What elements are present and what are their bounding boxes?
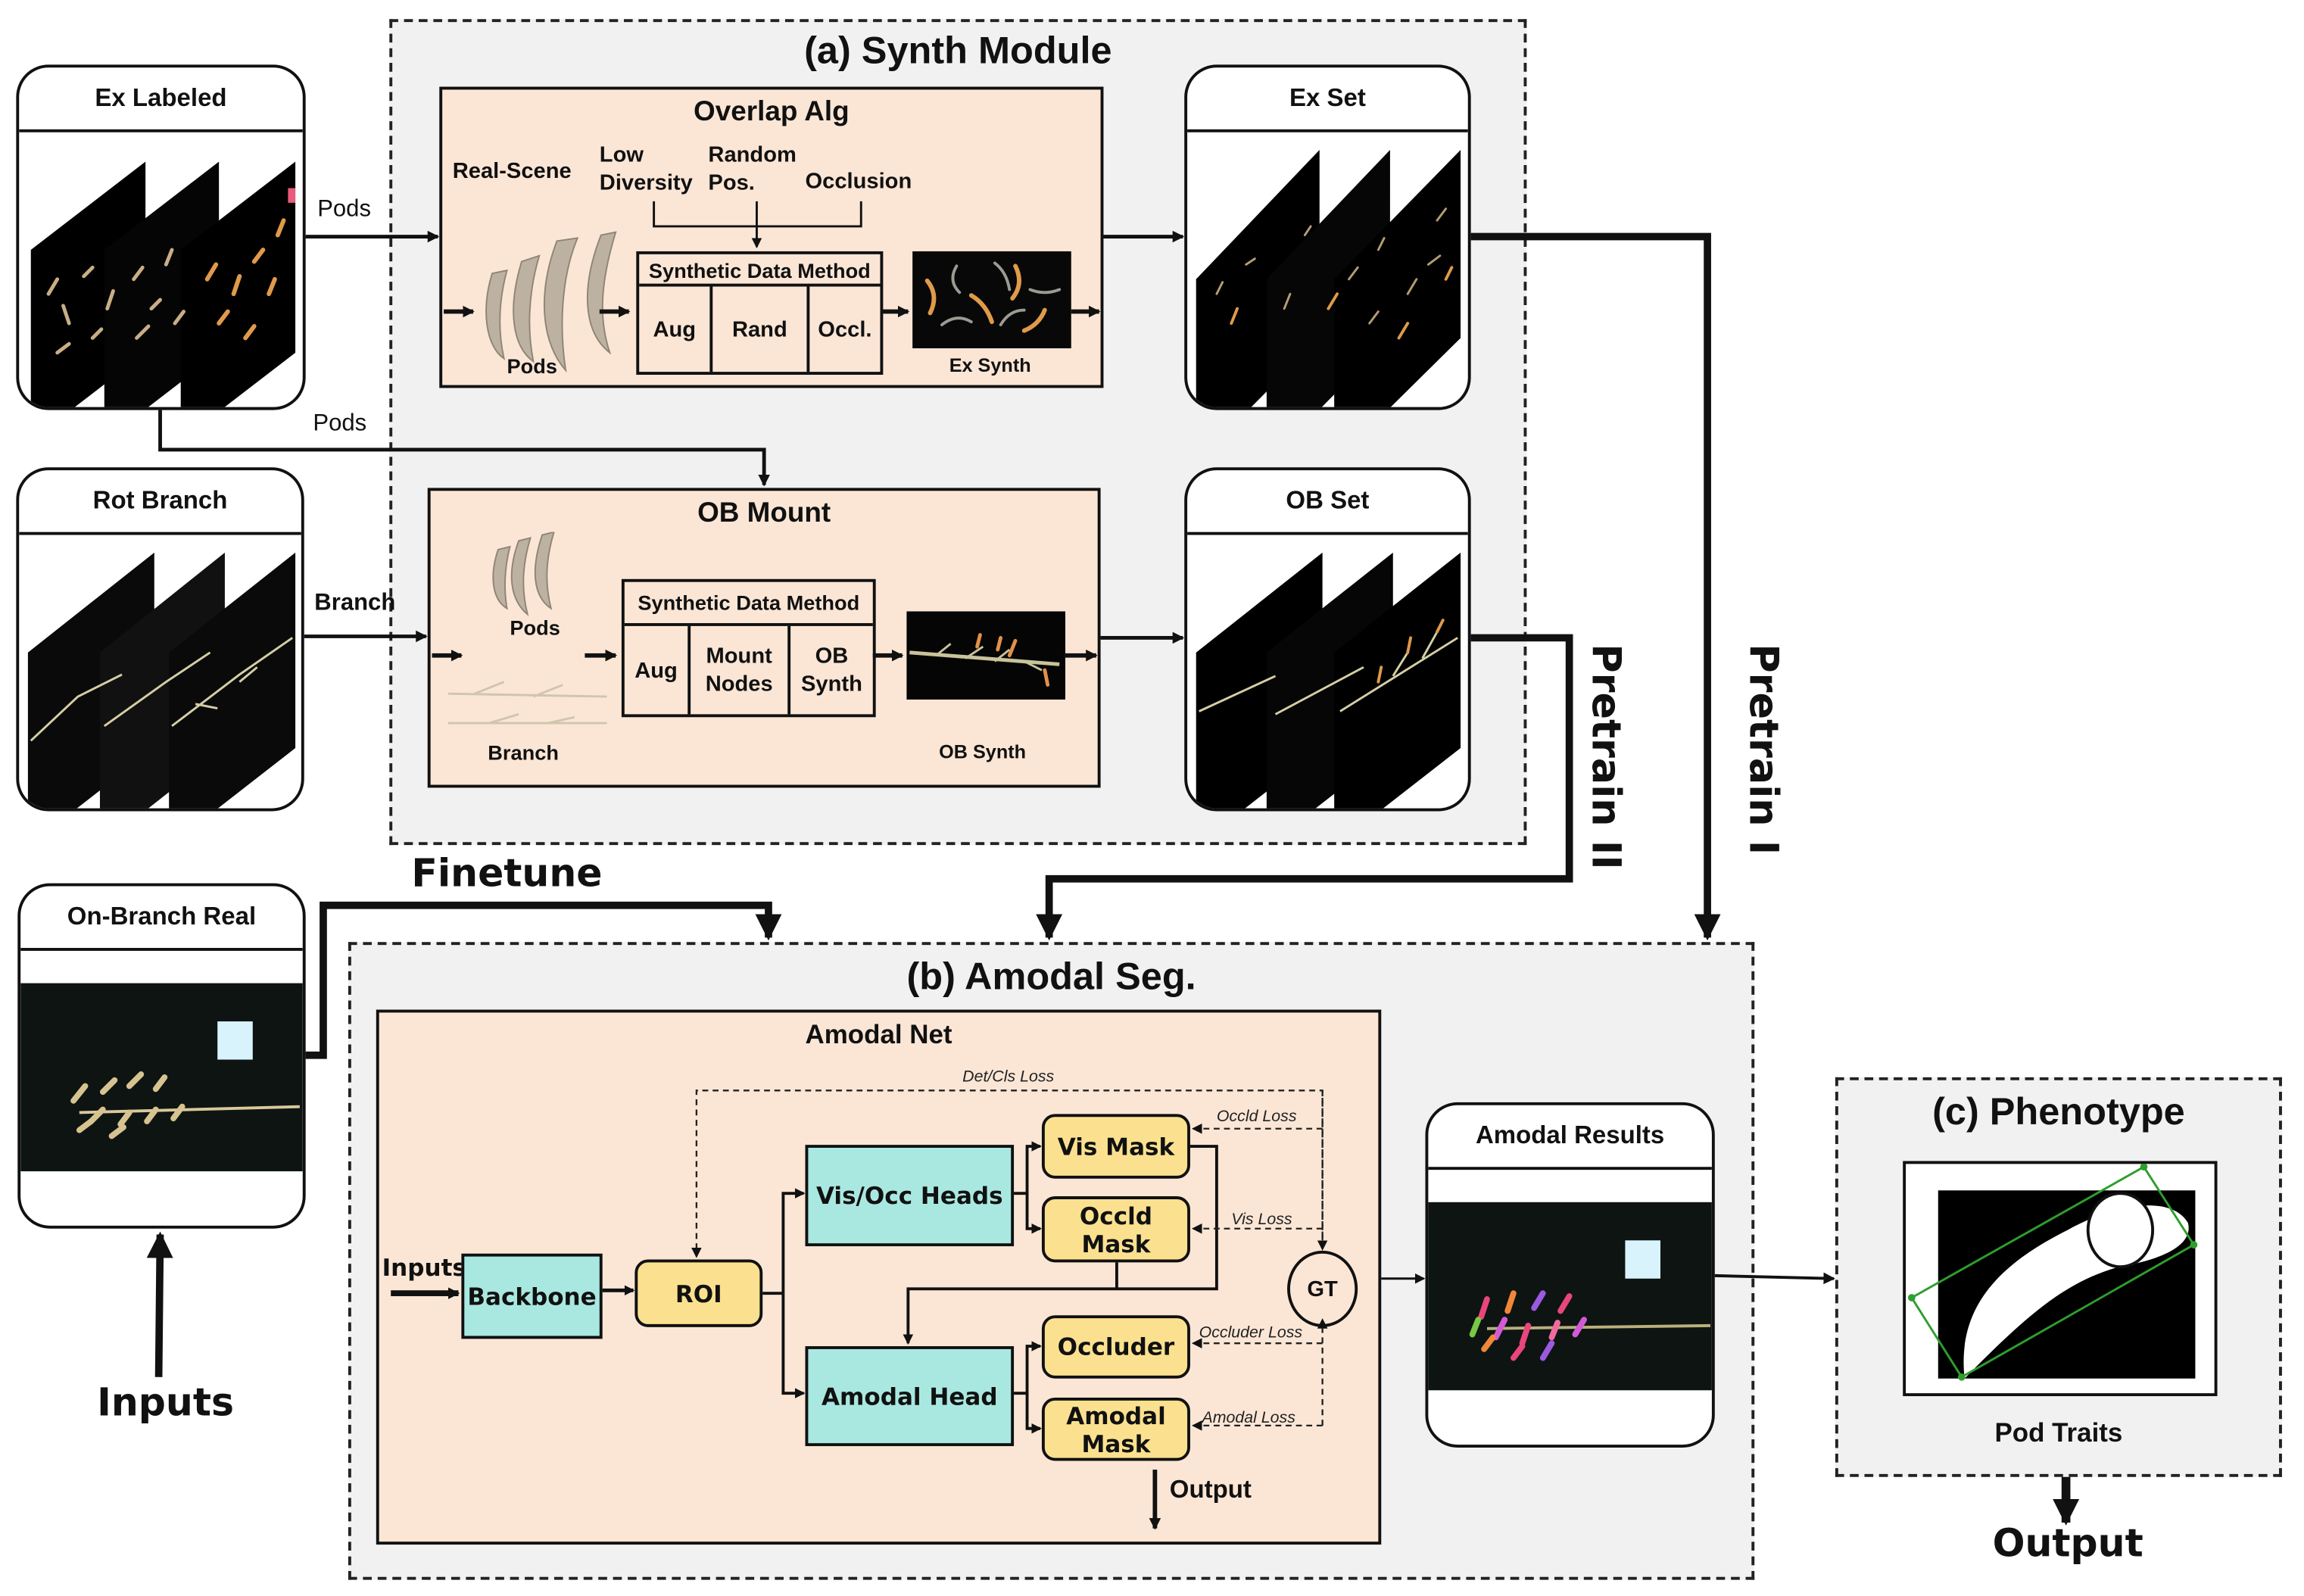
method-aug: Aug (625, 625, 691, 715)
occluder-block: Occluder (1041, 1315, 1190, 1379)
ex-synth-image (912, 251, 1071, 349)
ex-synth-caption: Ex Synth (949, 354, 1031, 376)
amodal-head-block: Amodal Head (805, 1346, 1015, 1447)
finetune-label: Finetune (411, 852, 603, 897)
ob-mount-box: OB Mount Pods Branch Synthetic Data Meth… (427, 488, 1101, 788)
vis-loss-label: Vis Loss (1231, 1211, 1292, 1229)
synthetic-data-method-table-1: Synthetic Data Method Aug Rand Occl. (636, 251, 884, 375)
calibration-card-icon (1625, 1240, 1660, 1279)
real-scene-label: Real-Scene (452, 158, 572, 184)
on-branch-real-card: On-Branch Real (17, 883, 306, 1229)
output-bottom-label: Output (1992, 1522, 2143, 1567)
inputs-up-arrow (146, 1231, 173, 1377)
ob-pods-caption: Pods (510, 616, 560, 640)
gt-node: GT (1287, 1250, 1358, 1327)
ex-set-card: Ex Set (1184, 64, 1471, 410)
occld-mask-line: Occld (1079, 1201, 1152, 1230)
soybean-plant-icon (70, 1071, 300, 1139)
method-ob-synth: OB Synth (790, 626, 873, 714)
method-cell-text: Mount (706, 644, 772, 669)
calibration-card-icon (217, 1021, 253, 1060)
pod-traits-image (1903, 1161, 2218, 1397)
pods-flow-label-top: Pods (317, 197, 371, 223)
criterion-line: Diversity (599, 170, 693, 196)
criterion-line: Low (599, 142, 644, 168)
ex-labeled-card: Ex Labeled (16, 64, 306, 410)
ob-set-image-stack (1196, 552, 1461, 809)
inputs-bottom-label: Inputs (97, 1381, 234, 1426)
ex-set-title: Ex Set (1187, 67, 1468, 132)
pod-mask-icon (1907, 1163, 2198, 1381)
roi-block: ROI (634, 1259, 763, 1327)
rot-branch-card: Rot Branch (16, 467, 304, 812)
synth-module-title: (a) Synth Module (804, 27, 1112, 73)
net-output-label: Output (1169, 1475, 1252, 1504)
occluder-loss-label: Occluder Loss (1199, 1323, 1303, 1342)
ob-synth-caption: OB Synth (939, 740, 1027, 763)
pods-caption: Pods (507, 354, 557, 378)
method-header: Synthetic Data Method (639, 254, 881, 287)
phenotype-region: (c) Phenotype Pod Traits (1835, 1077, 2282, 1477)
on-branch-real-title: On-Branch Real (20, 886, 303, 951)
backbone-block: Backbone (461, 1253, 603, 1339)
amodal-seg-title: (b) Amodal Seg. (906, 953, 1196, 999)
on-branch-real-image (20, 983, 303, 1172)
amodal-mask-line: Mask (1081, 1429, 1151, 1457)
amodal-net-title: Amodal Net (805, 1020, 952, 1049)
criterion-line: Pos. (708, 170, 755, 196)
occld-loss-label: Occld Loss (1216, 1108, 1297, 1126)
amodal-results-image (1428, 1202, 1712, 1391)
ex-labeled-title: Ex Labeled (19, 67, 303, 132)
vis-mask-block: Vis Mask (1041, 1114, 1190, 1179)
branch-caption: Branch (488, 740, 559, 765)
amodal-loss-label: Amodal Loss (1202, 1409, 1295, 1427)
ob-set-card: OB Set (1184, 467, 1471, 812)
ob-set-title: OB Set (1187, 470, 1468, 535)
method-header: Synthetic Data Method (624, 582, 873, 626)
pod-traits-caption: Pod Traits (1994, 1418, 2123, 1448)
vis-occ-heads-block: Vis/Occ Heads (805, 1145, 1015, 1247)
segmented-plant-icon (1469, 1290, 1711, 1361)
phenotype-title: (c) Phenotype (1932, 1089, 2185, 1133)
method-cell-text: OB (815, 644, 849, 669)
criterion-occlusion: Occlusion (805, 169, 912, 195)
inputs-inner-label: Inputs (382, 1253, 466, 1282)
ob-mount-title: OB Mount (697, 498, 831, 529)
pretrain-2-label: Pretrain II (1582, 644, 1629, 870)
ob-synth-image (906, 611, 1066, 700)
det-cls-loss-label: Det/Cls Loss (962, 1068, 1055, 1086)
method-aug: Aug (639, 286, 713, 373)
real-pods-image (485, 231, 617, 373)
synth-pods-pattern (924, 261, 1062, 333)
pods-flow-label-mid: Pods (313, 411, 367, 437)
ex-set-image-stack (1196, 149, 1461, 407)
branch-image (447, 681, 607, 725)
rot-branch-image-stack (27, 552, 296, 809)
amodal-mask-line: Amodal (1066, 1401, 1166, 1429)
method-cell-text: Synth (800, 672, 862, 697)
amodal-results-card: Amodal Results (1425, 1102, 1715, 1448)
occld-mask-line: Mask (1081, 1229, 1151, 1258)
method-occl: Occl. (818, 316, 872, 342)
ob-pods-image (492, 531, 555, 617)
criterion-line: Random (708, 142, 797, 168)
overlap-alg-title: Overlap Alg (694, 97, 850, 128)
method-rand: Rand (712, 286, 810, 373)
ob-synth-branch-pattern (909, 633, 1060, 687)
method-cell-text: Aug (634, 657, 678, 683)
rot-branch-title: Rot Branch (19, 470, 301, 535)
method-cell-text: Nodes (705, 672, 773, 697)
branch-flow-label: Branch (314, 591, 396, 616)
amodal-results-title: Amodal Results (1428, 1105, 1712, 1171)
ex-labeled-image-stack (30, 161, 296, 407)
pretrain-1-label: Pretrain I (1739, 644, 1785, 856)
